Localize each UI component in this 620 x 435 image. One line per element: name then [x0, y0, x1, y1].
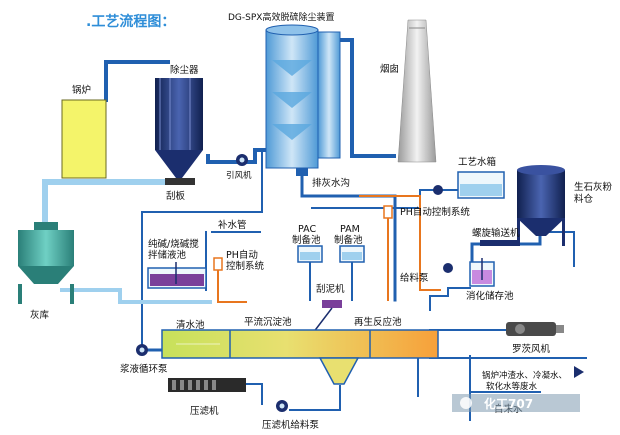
ph-signal-line-left	[217, 269, 247, 303]
ash-slurry-line	[60, 288, 212, 304]
roots-blower-label: 罗茨风机	[512, 343, 551, 355]
process-water-pump[interactable]	[433, 185, 443, 195]
slurry-pump[interactable]	[136, 344, 148, 356]
slaking-tank	[469, 258, 495, 287]
pam-label: PAM 制备池	[334, 224, 363, 246]
screw-conveyor-label: 螺旋输送机	[472, 227, 520, 239]
dust-collector	[155, 78, 203, 184]
alkali-tank-label-line1: 纯碱/烧碱搅	[148, 238, 199, 250]
flue-pipe-chimney	[338, 38, 396, 158]
lime-silo	[517, 165, 565, 246]
dust-collector-label: 除尘器	[170, 64, 199, 76]
air-pipe	[429, 329, 507, 357]
slaked-lime-pipe	[429, 287, 471, 311]
pac-tank	[297, 245, 323, 263]
regen-pool-label: 再生反应池	[354, 316, 402, 328]
makeup-water-label: 补水管	[218, 219, 247, 231]
ph-left-label-line1: PH自动	[226, 249, 258, 261]
slaking-tank-label: 消化储存池	[466, 290, 514, 302]
lime-silo-label: 生石灰粉 料仓	[574, 181, 615, 205]
ph-top-label: PH自动控制系统	[400, 206, 470, 218]
watermark: 化工707	[452, 394, 580, 412]
boiler-water-label-line1: 锅炉冲渣水、冷凝水、	[482, 370, 567, 381]
pac-label: PAC 制备池	[292, 224, 321, 246]
lime-silo-label-line2: 料仓	[574, 193, 594, 205]
settling-pool-label: 平流沉淀池	[244, 316, 292, 328]
induced-fan[interactable]	[236, 154, 248, 166]
pam-tank	[339, 245, 365, 263]
screw-conveyor	[480, 240, 520, 246]
ph-left-label: PH自动 控制系统	[226, 249, 265, 272]
feed-pump-label: 给料泵	[400, 272, 429, 284]
ph-sensor-left	[213, 257, 223, 271]
pam-label-line1: PAM	[340, 224, 360, 235]
scraper-label: 刮板	[166, 190, 186, 202]
press-feed-pump[interactable]	[276, 400, 288, 412]
ash-trench-pipe	[300, 168, 397, 302]
chimney-label: 烟囱	[380, 63, 399, 75]
ash-storage-label: 灰库	[30, 309, 50, 321]
alkali-tank-label-line2: 拌储液池	[148, 249, 187, 261]
feed-pump[interactable]	[443, 263, 453, 273]
inlet-arrow-icon	[574, 366, 584, 378]
pac-label-line2: 制备池	[292, 234, 321, 246]
slurry-pump-label: 浆液循环泵	[120, 363, 168, 375]
ph-sensor-top	[383, 205, 393, 219]
lime-silo-label-line1: 生石灰粉	[574, 181, 613, 193]
device-name-label: DG-SPX高效脱硫除尘装置	[228, 11, 334, 23]
boiler-label: 锅炉	[72, 84, 91, 96]
filter-press-label: 压滤机	[190, 405, 219, 417]
ash-trench-label: 排灰水沟	[312, 177, 350, 189]
pac-label-line1: PAC	[298, 224, 316, 235]
chimney	[397, 19, 437, 163]
treatment-pools	[161, 329, 439, 385]
flue-pipe-fan	[206, 148, 270, 164]
boiler	[61, 99, 107, 179]
alkali-tank-label: 纯碱/烧碱搅 拌储液池	[148, 238, 202, 261]
press-pump-label: 压滤机给料泵	[262, 419, 320, 431]
process-water-tank	[457, 171, 505, 199]
desulfurization-tower	[265, 24, 341, 176]
flue-pipe-boiler	[104, 60, 170, 102]
ash-storage	[18, 222, 74, 304]
alkali-tank	[147, 262, 207, 289]
scraper	[165, 178, 195, 185]
boiler-water-label-line2: 软化水等废水	[486, 381, 538, 392]
filter-press	[168, 378, 246, 392]
clear-pool-label: 清水池	[176, 319, 205, 331]
watermark-text: 化工707	[484, 396, 533, 411]
induced-fan-label: 引风机	[226, 170, 252, 181]
roots-blower[interactable]	[506, 322, 564, 336]
ash-conveyor	[42, 179, 173, 225]
boiler-water-label: 锅炉冲渣水、冷凝水、 软化水等废水	[482, 370, 570, 392]
slurry-circulation-pipe	[141, 149, 263, 351]
process-tank-label: 工艺水箱	[458, 156, 496, 168]
sludge-pipe	[289, 385, 341, 411]
diagram-title: .工艺流程图：	[86, 13, 175, 30]
pam-label-line2: 制备池	[334, 234, 363, 246]
wechat-icon	[460, 397, 472, 409]
scraper-machine-label: 刮泥机	[316, 283, 345, 295]
ph-left-label-line2: 控制系统	[226, 260, 265, 272]
